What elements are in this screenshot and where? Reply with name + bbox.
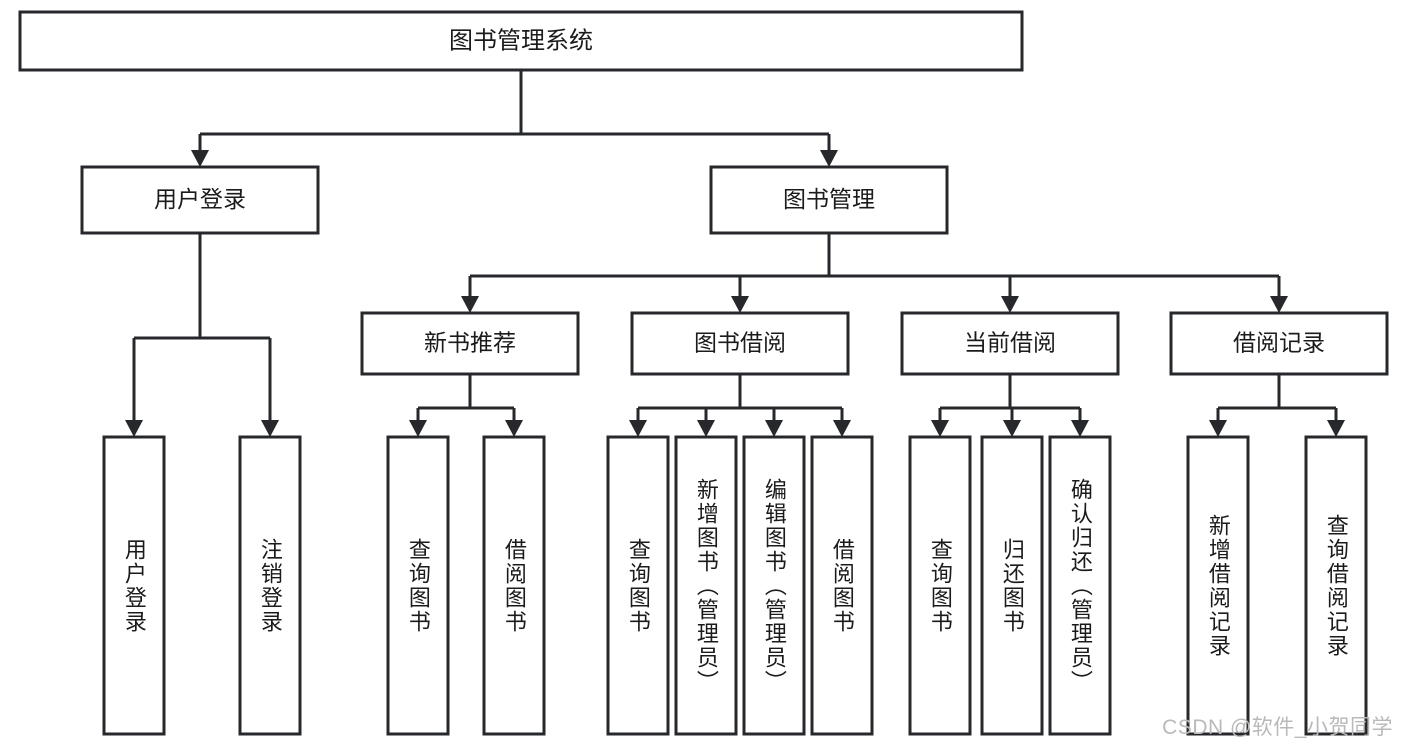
node-leaf-query-book-1[interactable] bbox=[386, 435, 450, 736]
leaf-label-leaf-edit-book: 编辑图书（管理员） bbox=[761, 477, 787, 694]
arrow-head-icon bbox=[461, 296, 479, 313]
node-leaf-add-record[interactable] bbox=[1186, 435, 1250, 736]
arrow-head-icon bbox=[731, 296, 749, 313]
node-box bbox=[482, 435, 546, 736]
arrow-head-icon bbox=[1003, 420, 1021, 437]
arrow-head-icon bbox=[697, 420, 715, 437]
arrow-head-icon bbox=[1327, 420, 1345, 437]
node-user-login[interactable]: 用户登录 bbox=[80, 165, 320, 235]
node-box bbox=[674, 435, 738, 736]
arrow-head-icon bbox=[820, 150, 838, 167]
leaf-label-leaf-query-book-3: 查询图书 bbox=[927, 537, 953, 634]
node-box bbox=[810, 435, 874, 736]
leaf-label-leaf-return-book: 归还图书 bbox=[999, 537, 1025, 634]
node-box bbox=[908, 435, 972, 736]
leaf-label-leaf-add-record: 新增借阅记录 bbox=[1205, 513, 1231, 658]
arrow-head-icon bbox=[931, 420, 949, 437]
leaf-label-leaf-query-book-1: 查询图书 bbox=[405, 537, 431, 634]
node-box bbox=[1304, 435, 1368, 736]
node-book-borrow[interactable]: 图书借阅 bbox=[630, 311, 850, 376]
arrow-head-icon bbox=[1071, 420, 1089, 437]
leaf-label-leaf-borrow-book-1: 借阅图书 bbox=[501, 537, 527, 634]
node-book-manage[interactable]: 图书管理 bbox=[709, 165, 949, 235]
node-box bbox=[709, 165, 949, 235]
node-box bbox=[606, 435, 670, 736]
node-leaf-borrow-book-2[interactable] bbox=[810, 435, 874, 736]
node-box bbox=[1169, 311, 1389, 376]
node-box bbox=[980, 435, 1044, 736]
node-borrow-record[interactable]: 借阅记录 bbox=[1169, 311, 1389, 376]
arrow-head-icon bbox=[125, 420, 143, 437]
arrow-head-icon bbox=[833, 420, 851, 437]
node-new-book-recommend[interactable]: 新书推荐 bbox=[360, 311, 580, 376]
node-box bbox=[238, 435, 302, 736]
arrow-head-icon bbox=[1270, 296, 1288, 313]
arrow-head-icon bbox=[1209, 420, 1227, 437]
node-label: 借阅记录 bbox=[1233, 330, 1325, 356]
node-label: 图书借阅 bbox=[694, 330, 786, 356]
leaf-label-leaf-query-book-2: 查询图书 bbox=[625, 537, 651, 634]
node-root[interactable]: 图书管理系统 bbox=[18, 10, 1024, 72]
leaf-label-leaf-logout: 注销登录 bbox=[257, 537, 283, 634]
node-leaf-query-book-2[interactable] bbox=[606, 435, 670, 736]
leaf-label-leaf-user-login: 用户登录 bbox=[121, 537, 147, 634]
node-box bbox=[360, 311, 580, 376]
node-leaf-edit-book[interactable] bbox=[742, 435, 806, 736]
node-box bbox=[630, 311, 850, 376]
node-box bbox=[80, 165, 320, 235]
node-box bbox=[1186, 435, 1250, 736]
node-leaf-borrow-book-1[interactable] bbox=[482, 435, 546, 736]
node-label: 用户登录 bbox=[154, 186, 246, 212]
node-box bbox=[1048, 435, 1112, 736]
leaf-label-leaf-add-book: 新增图书（管理员） bbox=[693, 477, 719, 694]
node-leaf-confirm-return[interactable] bbox=[1048, 435, 1112, 736]
leaf-label-leaf-borrow-book-2: 借阅图书 bbox=[829, 537, 855, 634]
node-label: 图书管理 bbox=[783, 186, 875, 212]
node-leaf-query-book-3[interactable] bbox=[908, 435, 972, 736]
node-current-borrow[interactable]: 当前借阅 bbox=[900, 311, 1120, 376]
node-box bbox=[18, 10, 1024, 72]
node-box bbox=[102, 435, 166, 736]
node-box bbox=[900, 311, 1120, 376]
node-label: 图书管理系统 bbox=[449, 27, 593, 54]
arrow-head-icon bbox=[765, 420, 783, 437]
arrow-head-icon bbox=[505, 420, 523, 437]
arrow-head-icon bbox=[409, 420, 427, 437]
node-box bbox=[742, 435, 806, 736]
node-label: 当前借阅 bbox=[964, 330, 1056, 356]
node-leaf-query-record[interactable] bbox=[1304, 435, 1368, 736]
node-leaf-logout[interactable] bbox=[238, 435, 302, 736]
arrow-head-icon bbox=[261, 420, 279, 437]
node-leaf-user-login[interactable] bbox=[102, 435, 166, 736]
node-leaf-add-book[interactable] bbox=[674, 435, 738, 736]
node-leaf-return-book[interactable] bbox=[980, 435, 1044, 736]
node-box bbox=[386, 435, 450, 736]
node-label: 新书推荐 bbox=[424, 330, 516, 356]
leaf-label-leaf-confirm-return: 确认归还（管理员） bbox=[1067, 477, 1093, 694]
arrow-head-icon bbox=[629, 420, 647, 437]
arrow-head-icon bbox=[191, 150, 209, 167]
connector-edges bbox=[125, 70, 1345, 437]
leaf-label-leaf-query-record: 查询借阅记录 bbox=[1323, 513, 1349, 658]
arrow-head-icon bbox=[1001, 296, 1019, 313]
